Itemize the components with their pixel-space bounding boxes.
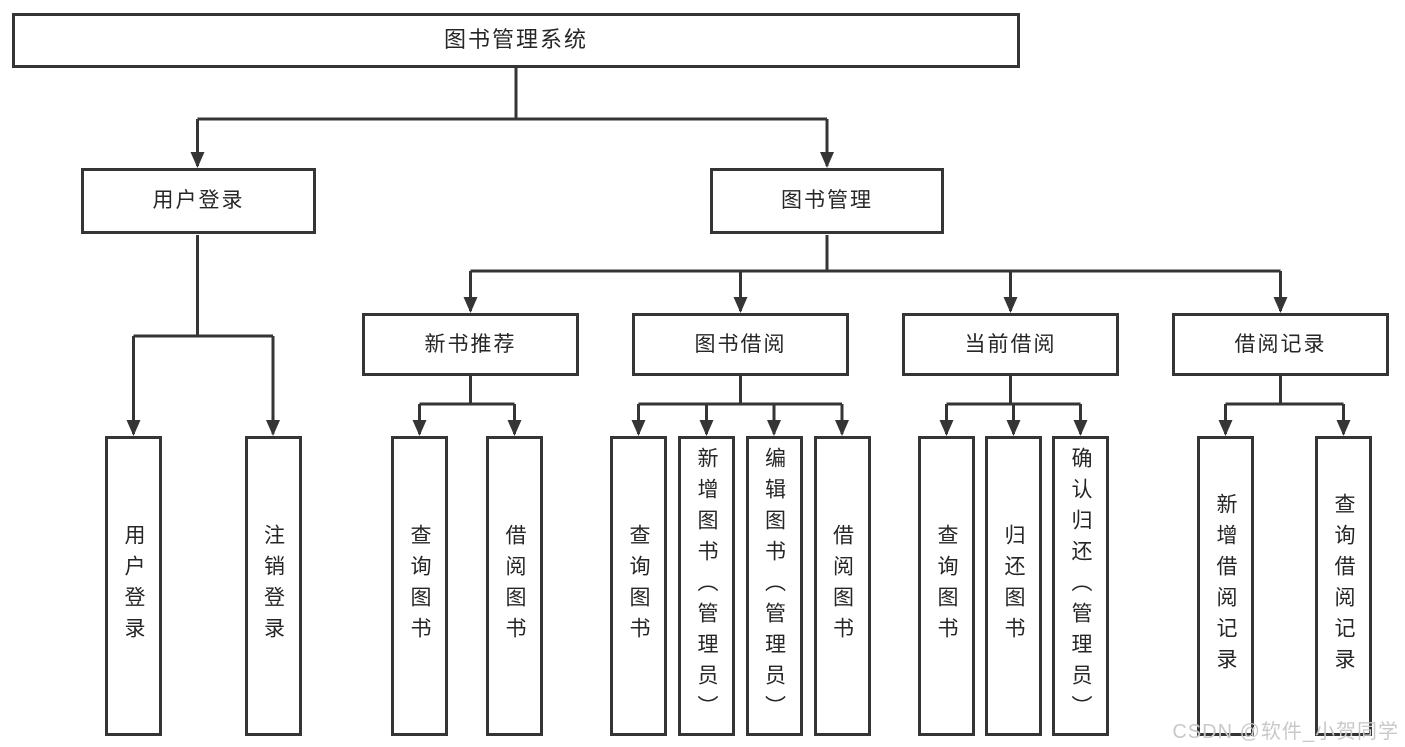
node-leaf-query-books-recommend: 查询图书 [391, 436, 448, 736]
node-book-borrow: 图书借阅 [632, 313, 849, 376]
node-leaf-return-books: 归还图书 [985, 436, 1042, 736]
node-leaf-add-books-admin: 新增图书（管理员） [678, 436, 735, 736]
node-leaf-query-borrow-record: 查询借阅记录 [1315, 436, 1372, 736]
node-leaf-query-books-current: 查询图书 [918, 436, 975, 736]
node-book-management: 图书管理 [710, 168, 944, 234]
node-leaf-edit-books-admin: 编辑图书（管理员） [745, 436, 803, 736]
node-leaf-borrow-books-recommend: 借阅图书 [486, 436, 543, 736]
node-user-login: 用户登录 [81, 168, 316, 234]
node-leaf-user-login: 用户登录 [105, 436, 162, 736]
node-current-borrow: 当前借阅 [902, 313, 1119, 376]
node-borrow-records: 借阅记录 [1172, 313, 1389, 376]
node-leaf-confirm-return-admin: 确认归还（管理员） [1052, 436, 1109, 736]
node-new-book-recommend: 新书推荐 [362, 313, 579, 376]
node-leaf-logout: 注销登录 [244, 436, 302, 736]
node-leaf-query-books-borrow: 查询图书 [610, 436, 667, 736]
node-leaf-borrow-books: 借阅图书 [813, 436, 871, 736]
node-library-system: 图书管理系统 [12, 13, 1020, 68]
node-leaf-add-borrow-record: 新增借阅记录 [1197, 436, 1254, 736]
